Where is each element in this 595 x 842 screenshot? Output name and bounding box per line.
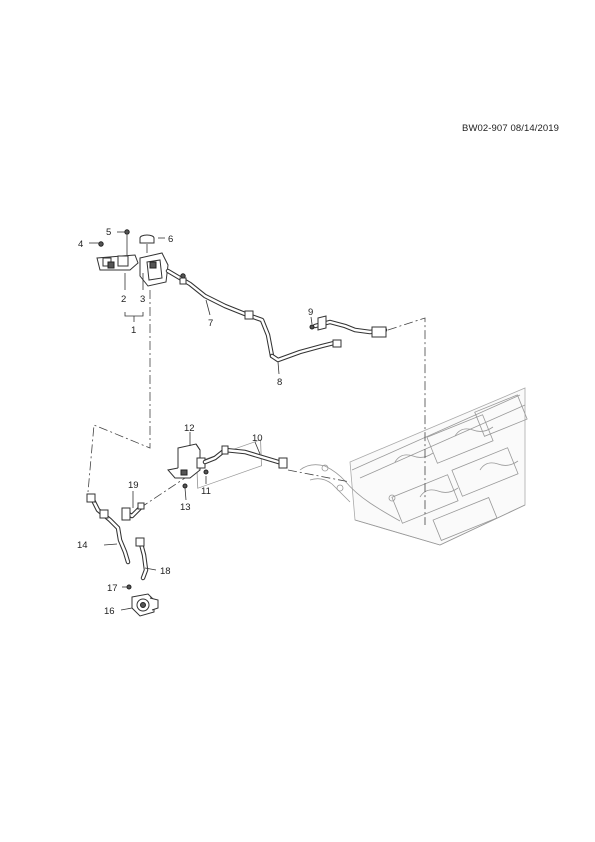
coolant-hose-19: [121, 502, 145, 521]
document-code: BW02-907 08/14/2019: [462, 123, 559, 134]
coolant-hose-10: [202, 445, 288, 469]
leader-lines: [89, 231, 313, 611]
callout-6: 6: [168, 234, 173, 245]
callout-18: 18: [160, 566, 171, 577]
routing-lines: [87, 290, 426, 525]
callout-5: 5: [106, 227, 111, 238]
callout-11: 11: [201, 486, 211, 497]
callout-13: 13: [180, 502, 191, 513]
coolant-reservoir: [139, 234, 186, 287]
callout-1: 1: [131, 325, 136, 336]
callout-9: 9: [308, 307, 313, 318]
coolant-heater: [167, 443, 209, 489]
callout-10: 10: [252, 433, 263, 444]
callout-4: 4: [78, 239, 83, 250]
electric-water-pump: [126, 584, 159, 617]
callout-12: 12: [184, 423, 195, 434]
callout-2: 2: [121, 294, 126, 305]
callout-16: 16: [104, 606, 115, 617]
coolant-hose-7: [165, 268, 275, 359]
coolant-hose-18: [135, 537, 149, 581]
battery-pack: [196, 387, 528, 546]
callout-17: 17: [107, 583, 118, 594]
callout-3: 3: [140, 294, 145, 305]
bracket-assembly: [96, 229, 139, 271]
callout-7: 7: [208, 318, 213, 329]
callout-labels: 4 5 6 2 3 1 7 8 9 10 12 13 11 14 19 18 1…: [77, 227, 313, 617]
callout-19: 19: [128, 480, 139, 491]
callout-8: 8: [277, 377, 282, 388]
coolant-hose-14: [86, 493, 131, 565]
callout-14: 14: [77, 540, 88, 551]
coolant-hose-8: [269, 315, 388, 363]
